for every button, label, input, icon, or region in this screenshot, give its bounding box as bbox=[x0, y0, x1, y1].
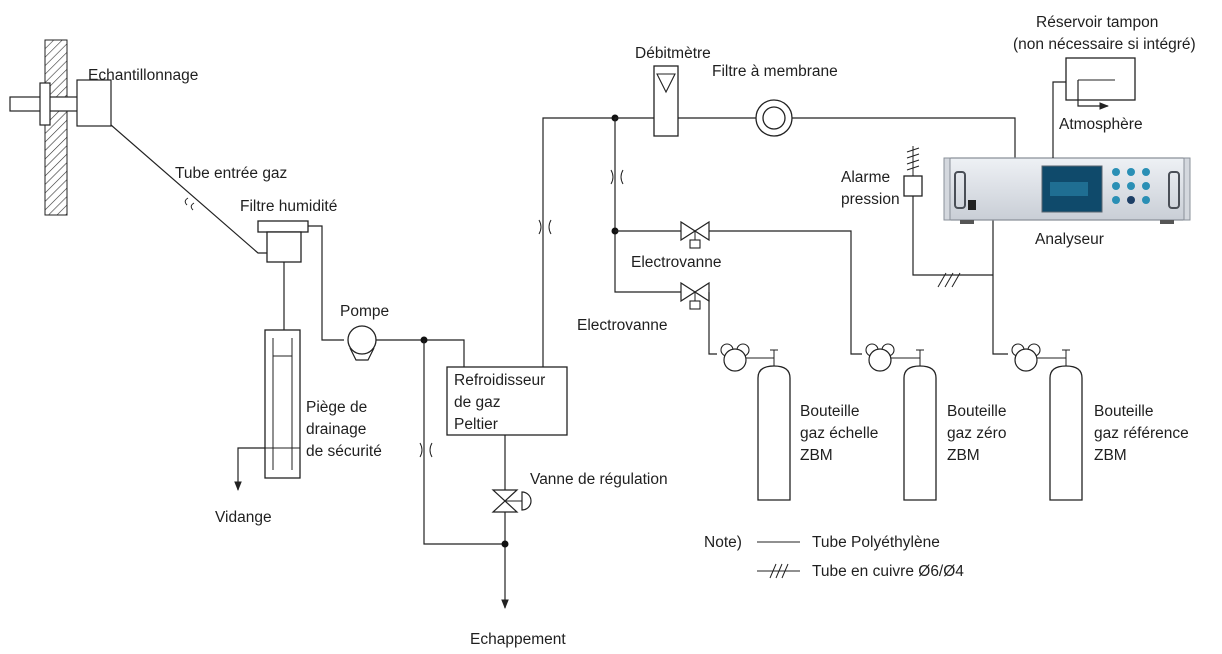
label-solenoid-upper: Electrovanne bbox=[631, 254, 721, 271]
label-exhaust: Echappement bbox=[470, 631, 566, 648]
label-ref-cyl-1: Bouteille bbox=[1094, 403, 1153, 420]
label-span-cyl-2: gaz échelle bbox=[800, 425, 878, 442]
label-ref-cyl-2: gaz référence bbox=[1094, 425, 1189, 442]
label-drain-trap-3: de sécurité bbox=[306, 443, 382, 460]
atmosphere-vent-line bbox=[1077, 80, 1109, 110]
filter-to-analyzer-line bbox=[792, 117, 1016, 158]
tube-break-symbol bbox=[184, 197, 195, 211]
sampling-probe bbox=[9, 39, 112, 216]
label-sampling: Echantillonnage bbox=[88, 67, 198, 84]
stack-wall bbox=[44, 39, 68, 216]
reference-gas-line bbox=[992, 158, 1008, 355]
bypass-line bbox=[423, 340, 505, 545]
legend-note: Note) bbox=[704, 534, 742, 551]
label-zero-cyl-1: Bouteille bbox=[947, 403, 1006, 420]
reference-gas-cylinder bbox=[1011, 343, 1083, 501]
drain-line bbox=[234, 447, 265, 491]
label-regulating-valve: Vanne de régulation bbox=[530, 471, 668, 488]
label-atmosphere: Atmosphère bbox=[1059, 116, 1143, 133]
manifold-restrictor bbox=[610, 169, 624, 185]
span-gas-line bbox=[708, 292, 717, 355]
label-ref-cyl-3: ZBM bbox=[1094, 447, 1127, 464]
legend-copper-hatch bbox=[769, 563, 789, 579]
label-drain-trap-1: Piège de bbox=[306, 399, 367, 416]
alarm-coil bbox=[906, 147, 920, 171]
membrane-filter bbox=[755, 99, 793, 137]
label-drain: Vidange bbox=[215, 509, 272, 526]
solenoid-valve-upper bbox=[680, 220, 710, 249]
analyzer-unit bbox=[943, 157, 1191, 224]
label-span-cyl-1: Bouteille bbox=[800, 403, 859, 420]
label-pressure-alarm-1: Alarme bbox=[841, 169, 890, 186]
solenoid-valve-lower bbox=[680, 281, 710, 310]
cooler-to-manifold-line bbox=[542, 117, 615, 367]
zero-gas-line bbox=[709, 230, 862, 355]
label-zero-cyl-3: ZBM bbox=[947, 447, 980, 464]
flowmeter bbox=[653, 65, 679, 137]
label-cooler-2: de gaz bbox=[454, 394, 501, 411]
zero-gas-cylinder bbox=[865, 343, 937, 501]
junction-exhaust bbox=[501, 540, 509, 548]
label-cooler-3: Peltier bbox=[454, 416, 498, 433]
label-cooler-1: Refroidisseur bbox=[454, 372, 545, 389]
label-membrane-filter: Filtre à membrane bbox=[712, 63, 838, 80]
label-pump: Pompe bbox=[340, 303, 389, 320]
safety-drain-trap bbox=[264, 329, 301, 479]
label-buffer-tank-1: Réservoir tampon bbox=[1036, 14, 1158, 31]
span-gas-cylinder bbox=[720, 343, 791, 501]
legend-polyethylene: Tube Polyéthylène bbox=[812, 534, 940, 551]
pressure-alarm-switch bbox=[903, 175, 923, 197]
label-drain-trap-2: drainage bbox=[306, 421, 366, 438]
gas-inlet-tube-line bbox=[110, 124, 268, 254]
manifold-vertical-line bbox=[614, 118, 681, 293]
label-pressure-alarm-2: pression bbox=[841, 191, 900, 208]
label-buffer-tank-2: (non nécessaire si intégré) bbox=[1013, 36, 1196, 53]
label-flowmeter: Débitmètre bbox=[635, 45, 711, 62]
pump bbox=[347, 325, 377, 361]
probe-head bbox=[76, 79, 112, 127]
moisture-filter bbox=[257, 220, 309, 263]
legend-copper: Tube en cuivre Ø6/Ø4 bbox=[812, 563, 964, 580]
label-moisture-filter: Filtre humidité bbox=[240, 198, 337, 215]
peltier-gas-cooler bbox=[446, 366, 568, 436]
riser-restrictor bbox=[538, 219, 552, 235]
pump-to-cooler-line bbox=[376, 339, 465, 367]
regulating-valve bbox=[491, 489, 532, 513]
probe-flange bbox=[39, 82, 51, 126]
filter-to-pump-line bbox=[308, 225, 344, 341]
label-analyzer: Analyseur bbox=[1035, 231, 1104, 248]
label-gas-inlet-tube: Tube entrée gaz bbox=[175, 165, 287, 182]
label-solenoid-lower: Electrovanne bbox=[577, 317, 667, 334]
analyzer-to-buffer-line bbox=[1052, 81, 1066, 158]
bypass-restrictor bbox=[419, 442, 433, 458]
label-zero-cyl-2: gaz zéro bbox=[947, 425, 1006, 442]
buffer-tank bbox=[1065, 57, 1136, 101]
label-span-cyl-3: ZBM bbox=[800, 447, 833, 464]
legend: Note) Tube Polyéthylène Tube en cuivre Ø… bbox=[704, 534, 964, 580]
pressure-alarm-line bbox=[912, 196, 993, 276]
